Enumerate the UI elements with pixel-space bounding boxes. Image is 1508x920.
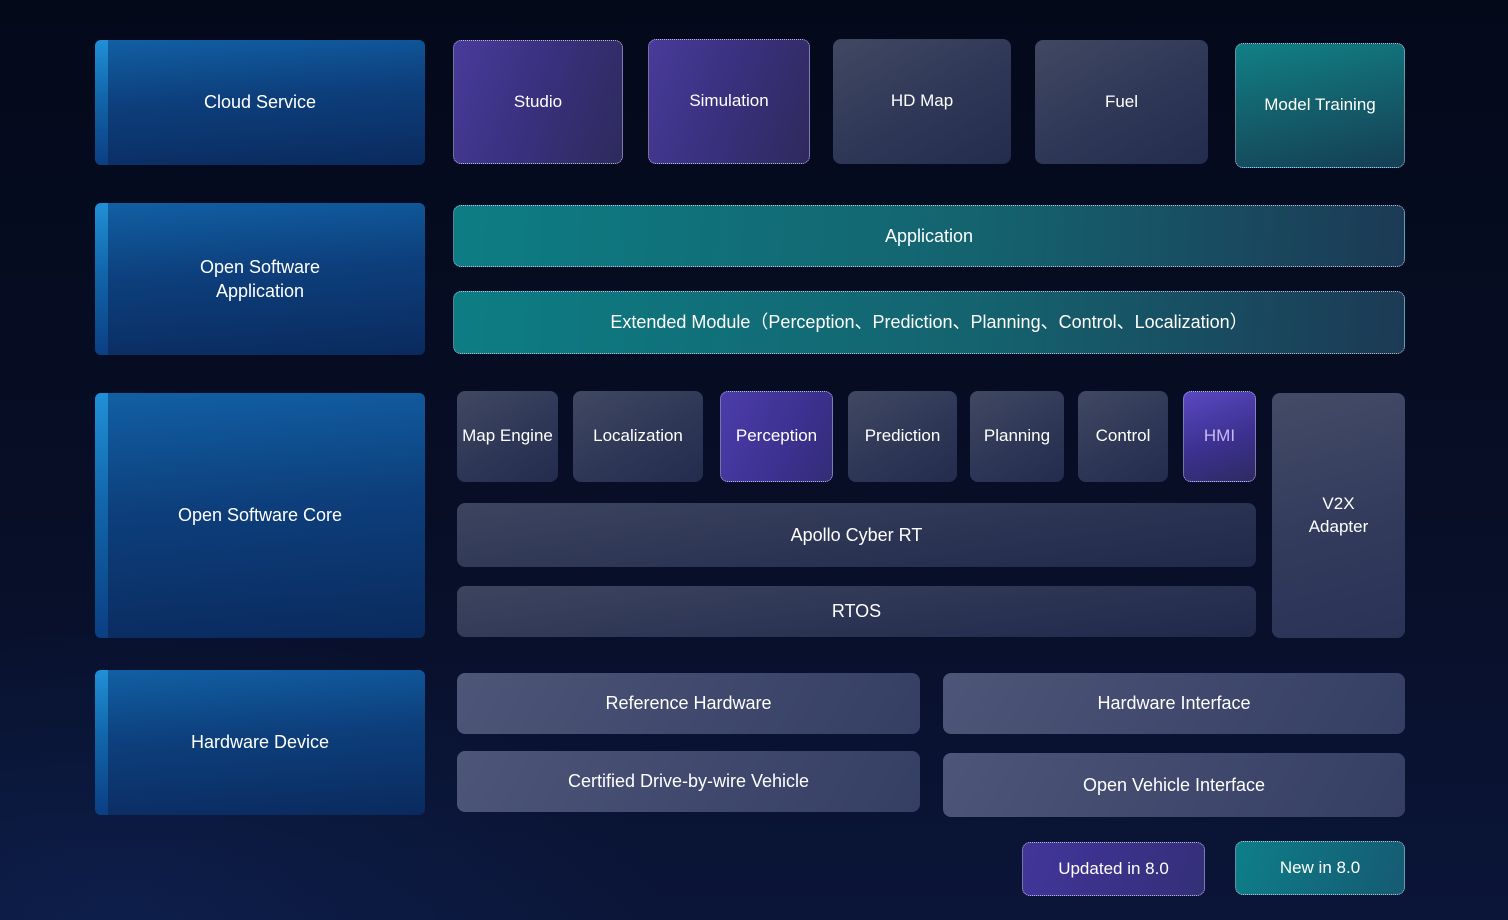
open-vehicle-interface-box: Open Vehicle Interface: [943, 753, 1405, 817]
accent-strip: [95, 670, 108, 815]
open-software-application-label: Open Software Application: [199, 256, 321, 301]
reference-hardware-box: Reference Hardware: [457, 673, 920, 734]
model-training-label: Model Training: [1264, 95, 1376, 115]
studio-box: Studio: [453, 40, 623, 164]
hardware-interface-label: Hardware Interface: [1097, 693, 1251, 714]
extended-module-label: Extended Module（Perception、Prediction、Pl…: [610, 312, 1248, 333]
v2x-adapter-label: V2X Adapter: [1308, 493, 1369, 536]
control-label: Control: [1095, 426, 1151, 446]
hmi-label: HMI: [1203, 426, 1236, 446]
legend-updated-badge: Updated in 8.0: [1022, 842, 1205, 896]
map-engine-label: Map Engine: [462, 426, 553, 446]
legend-new-label: New in 8.0: [1279, 857, 1361, 877]
studio-label: Studio: [513, 91, 563, 111]
localization-label: Localization: [593, 426, 683, 446]
perception-label: Perception: [735, 426, 818, 446]
perception-box: Perception: [720, 391, 833, 482]
accent-strip: [95, 393, 108, 638]
fuel-box: Fuel: [1035, 40, 1208, 164]
v2x-adapter-box: V2X Adapter: [1272, 393, 1405, 638]
application-bar: Application: [453, 205, 1405, 267]
open-software-application-box: Open Software Application: [95, 203, 425, 355]
planning-box: Planning: [970, 391, 1064, 482]
simulation-box: Simulation: [648, 39, 810, 164]
hd-map-box: HD Map: [833, 39, 1011, 164]
legend-updated-label: Updated in 8.0: [1058, 858, 1169, 878]
planning-label: Planning: [983, 426, 1051, 446]
cloud-service-box: Cloud Service: [95, 40, 425, 165]
cloud-service-label: Cloud Service: [203, 92, 317, 113]
simulation-label: Simulation: [689, 91, 769, 111]
apollo-cyber-rt-bar: Apollo Cyber RT: [457, 503, 1256, 567]
hardware-device-box: Hardware Device: [95, 670, 425, 815]
open-vehicle-interface-label: Open Vehicle Interface: [1082, 774, 1266, 795]
hardware-device-label: Hardware Device: [190, 732, 330, 753]
accent-strip: [95, 40, 108, 165]
open-software-core-box: Open Software Core: [95, 393, 425, 638]
certified-drive-by-wire-vehicle-box: Certified Drive-by-wire Vehicle: [457, 751, 920, 812]
localization-box: Localization: [573, 391, 703, 482]
rtos-label: RTOS: [831, 601, 882, 622]
open-software-core-label: Open Software Core: [177, 505, 343, 526]
legend-new-badge: New in 8.0: [1235, 841, 1405, 895]
hmi-box: HMI: [1183, 391, 1256, 482]
hd-map-label: HD Map: [890, 91, 954, 111]
map-engine-box: Map Engine: [457, 391, 558, 482]
rtos-bar: RTOS: [457, 586, 1256, 637]
prediction-label: Prediction: [864, 426, 941, 446]
application-label: Application: [884, 225, 974, 246]
reference-hardware-label: Reference Hardware: [605, 693, 772, 714]
model-training-box: Model Training: [1235, 43, 1405, 168]
fuel-label: Fuel: [1104, 91, 1139, 111]
extended-module-bar: Extended Module（Perception、Prediction、Pl…: [453, 291, 1405, 354]
certified-drive-by-wire-vehicle-label: Certified Drive-by-wire Vehicle: [567, 771, 810, 792]
hardware-interface-box: Hardware Interface: [943, 673, 1405, 734]
accent-strip: [95, 203, 108, 355]
apollo-cyber-rt-label: Apollo Cyber RT: [790, 524, 923, 545]
control-box: Control: [1078, 391, 1168, 482]
prediction-box: Prediction: [848, 391, 957, 482]
